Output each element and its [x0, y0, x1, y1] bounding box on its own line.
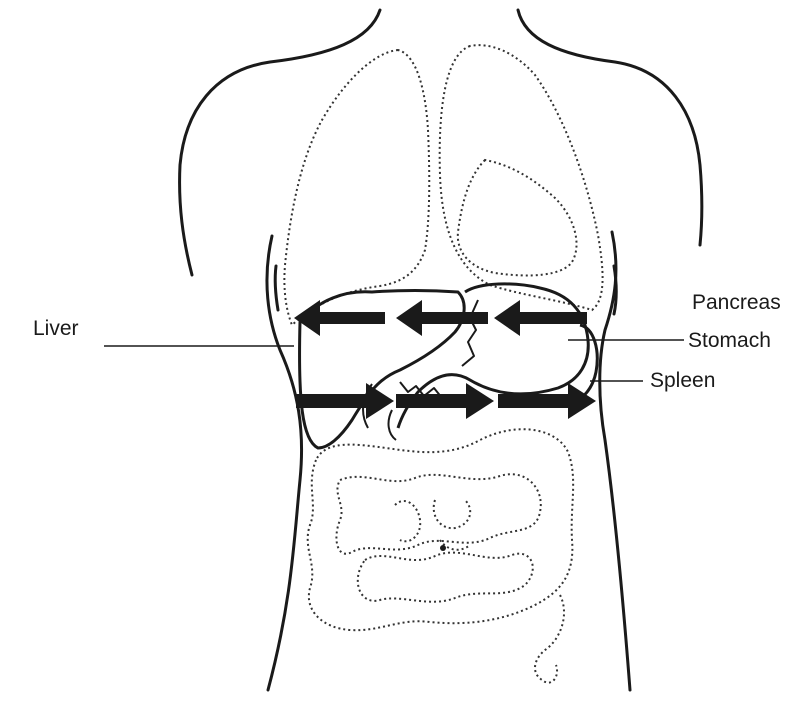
arrow-left-1: [294, 300, 385, 336]
liver-label: Liver: [33, 318, 79, 339]
flow-arrows: [294, 300, 596, 419]
neck-shoulder-left: [180, 10, 380, 275]
intestines: [308, 429, 573, 682]
heart: [458, 160, 577, 275]
small-intestine-2: [358, 553, 533, 602]
upper-abdominal-organs: [300, 284, 598, 448]
small-intestine-3: [395, 500, 470, 550]
lung-left: [440, 45, 603, 310]
spleen-label: Spleen: [650, 370, 715, 391]
neck-shoulder-right: [518, 10, 702, 245]
stomach-label: Stomach: [688, 330, 771, 351]
arrow-right-3: [498, 383, 596, 419]
lung-right: [284, 50, 429, 325]
small-intestine-1: [336, 474, 540, 554]
pancreas-label: Pancreas: [692, 292, 781, 313]
navel-dot: [440, 545, 446, 551]
thoracic-organs: [284, 45, 602, 325]
arm-left-inner: [275, 266, 278, 310]
large-intestine: [308, 429, 573, 630]
sigmoid-colon: [535, 595, 564, 683]
arrow-left-2: [396, 300, 488, 336]
arrow-right-2: [396, 383, 494, 419]
torso-left-side: [267, 236, 302, 690]
arrow-right-1: [296, 383, 394, 419]
